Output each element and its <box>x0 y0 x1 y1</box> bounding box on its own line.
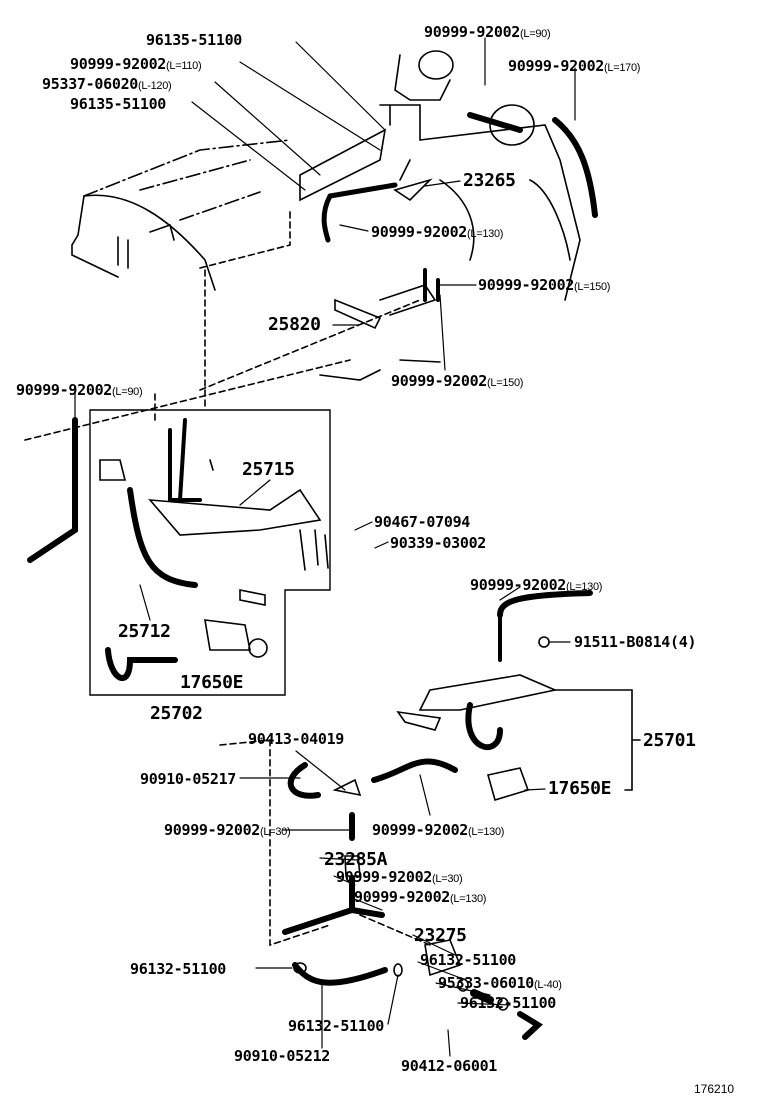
part-number: 96135-51100 <box>146 31 243 49</box>
part-label: 90467-07094 <box>374 514 470 530</box>
part-label: 96132-51100 <box>288 1018 384 1034</box>
part-label: 91511-B0814(4) <box>574 633 697 651</box>
leader-lines <box>74 37 576 1057</box>
hose-length: (L=90) <box>112 386 143 398</box>
part-number: 96132-51100 <box>288 1017 385 1035</box>
part-label: 90999-92002(L=90) <box>16 381 143 400</box>
engine-cover-sketch <box>71 139 291 411</box>
part-label: 90910-05217 <box>140 771 236 787</box>
hose-length: (L=130) <box>468 826 505 838</box>
part-number: 90999-92002 <box>164 821 261 839</box>
part-number: 96135-51100 <box>70 95 167 113</box>
hose-length: (L=170) <box>604 62 641 74</box>
part-label: 95333-06010(L-40) <box>438 975 562 993</box>
part-number: 17650E <box>180 672 244 693</box>
part-number: 25701 <box>643 730 696 751</box>
part-number: 91511-B0814(4) <box>574 633 697 651</box>
part-number: 90910-05217 <box>140 770 237 788</box>
part-label: 90413-04019 <box>248 731 344 747</box>
part-number: 90910-05212 <box>234 1047 331 1065</box>
part-number: 90999-92002 <box>16 381 113 399</box>
part-label: 90910-05212 <box>234 1048 330 1064</box>
part-number: 96132-51100 <box>420 951 517 969</box>
part-label: 25701 <box>643 732 696 750</box>
part-number: 90999-92002 <box>391 372 488 390</box>
part-label: 90999-92002(L=170) <box>508 58 640 76</box>
part-label: 96132-51100 <box>130 961 226 977</box>
part-number: 90999-92002 <box>70 55 167 73</box>
part-number: 90412-06001 <box>401 1057 498 1075</box>
lower-hoses-sketch <box>219 739 543 1040</box>
hose-length: (L=30) <box>260 826 291 838</box>
part-number: 90999-92002 <box>354 888 451 906</box>
hose-length: (L=90) <box>520 28 551 40</box>
part-label: 90999-92002(L=130) <box>371 224 503 242</box>
part-number: 90999-92002 <box>478 276 575 294</box>
part-label: 90999-92002(L=30) <box>336 868 463 887</box>
part-number: 90999-92002 <box>372 821 469 839</box>
part-number: 25712 <box>118 621 171 642</box>
part-number: 90999-92002 <box>470 576 567 594</box>
part-number: 90339-03002 <box>390 534 487 552</box>
part-number: 23275 <box>414 925 467 946</box>
part-label: 90999-92002(L=150) <box>391 373 523 391</box>
part-label: 25712 <box>118 623 171 641</box>
part-number: 96132-51100 <box>130 960 227 978</box>
part-number: 25702 <box>150 703 203 724</box>
hose-length: (L-120) <box>138 80 172 92</box>
figure-number: 176210 <box>694 1082 735 1096</box>
part-number: 95337-06020 <box>42 75 139 93</box>
hose-length: (L=130) <box>566 581 603 593</box>
part-label: 90999-92002(L=130) <box>470 577 602 595</box>
part-label: 25820 <box>268 316 321 334</box>
part-label: 90999-92002(L=130) <box>354 889 486 907</box>
part-number: 23285A <box>324 849 388 870</box>
part-label: 23285A <box>324 849 388 870</box>
part-label: 90412-06001 <box>401 1058 497 1074</box>
hose-length: (L=150) <box>574 281 611 293</box>
part-label: 90999-92002(L=130) <box>372 822 504 840</box>
part-label: 90339-03002 <box>390 535 486 551</box>
part-label: 23275 <box>414 927 467 945</box>
part-number: 90413-04019 <box>248 730 345 748</box>
part-label: 25702 <box>150 705 203 723</box>
part-number: 90999-92002 <box>424 23 521 41</box>
part-number: 25820 <box>268 314 321 335</box>
part-label: 17650E <box>180 672 244 693</box>
part-label: 90999-92002(L=150) <box>478 277 610 295</box>
hose-length: (L=130) <box>467 228 504 240</box>
bracket-25701-sketch <box>396 590 641 802</box>
part-number: 90999-92002 <box>371 223 468 241</box>
part-label: 96135-51100 <box>146 32 242 48</box>
hose-length: (L=130) <box>450 893 487 905</box>
part-number: 90999-92002 <box>336 868 433 886</box>
part-label: 96132-51100 <box>420 952 516 968</box>
part-number: 95333-06010 <box>438 974 535 992</box>
part-label: 90999-92002(L=30) <box>164 821 291 840</box>
part-label: 23265 <box>463 172 516 190</box>
part-number: 90467-07094 <box>374 513 471 531</box>
hose-length: (L=150) <box>487 377 524 389</box>
part-label: 96135-51100 <box>70 96 166 112</box>
part-number: 17650E <box>548 778 612 799</box>
hose-length: (L=110) <box>166 60 202 72</box>
part-number: 90999-92002 <box>508 57 605 75</box>
intake-manifold-sketch <box>24 50 598 441</box>
part-label: 90999-92002(L=110) <box>70 55 202 74</box>
part-label: 96132-51100 <box>460 995 556 1011</box>
part-label: 17650E <box>548 778 612 799</box>
part-number: 25715 <box>242 459 295 480</box>
part-number: 23265 <box>463 170 516 191</box>
part-label: 90999-92002(L=90) <box>424 23 551 42</box>
part-label: 95337-06020(L-120) <box>42 75 172 94</box>
part-label: 25715 <box>242 461 295 479</box>
hose-length: (L-40) <box>534 979 562 991</box>
hose-length: (L=30) <box>432 873 463 885</box>
part-number: 96132-51100 <box>460 994 557 1012</box>
